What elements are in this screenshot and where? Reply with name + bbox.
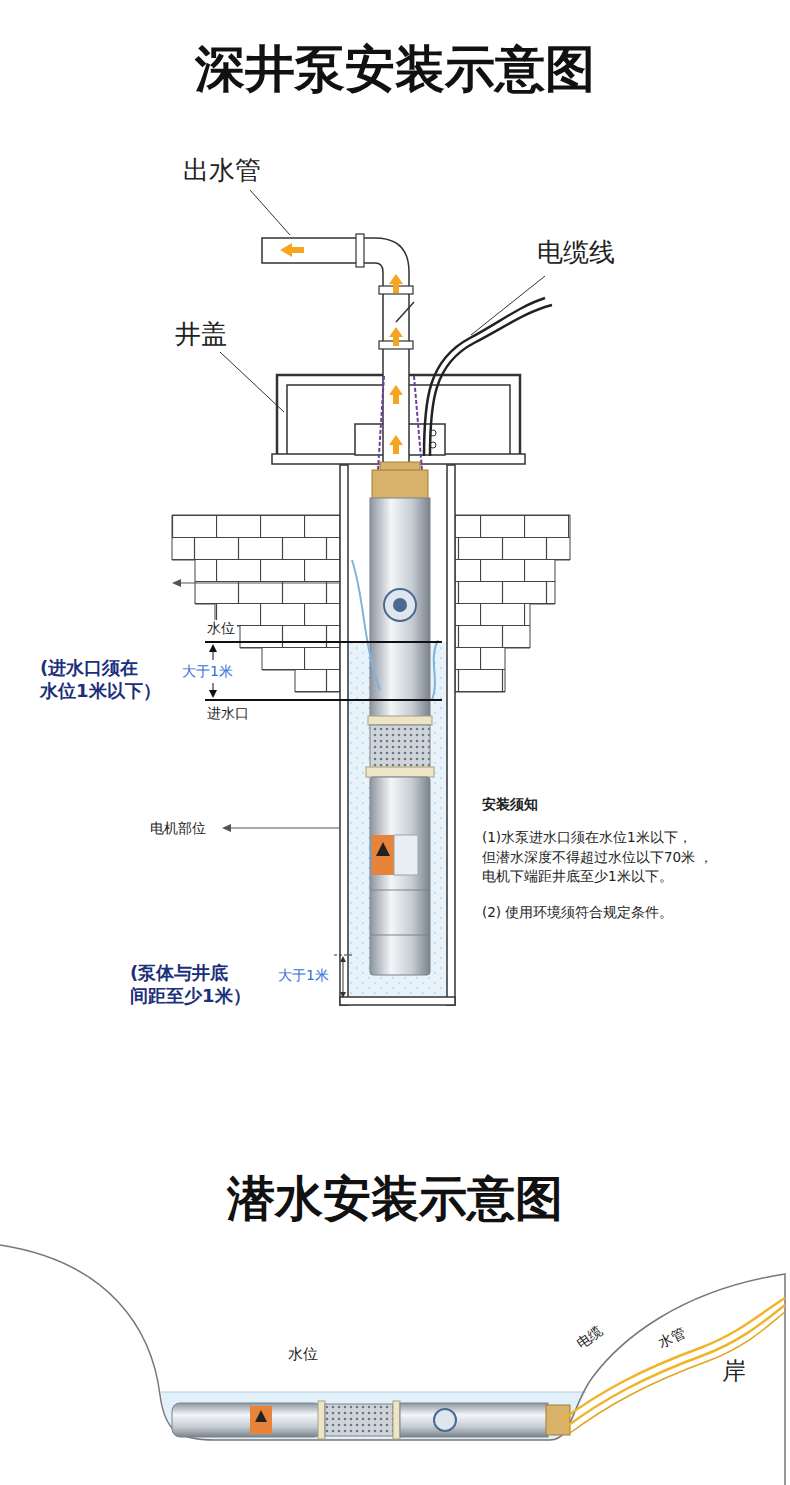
dimension-arrow [209, 644, 217, 652]
pump-ring [366, 767, 434, 777]
page-title: 深井泵安装示意图 [0, 38, 790, 101]
pump-badge [434, 1409, 456, 1431]
part-label: 水管 [656, 1324, 689, 1352]
pipe-coupling [356, 234, 364, 267]
brick-wall-left [172, 515, 340, 692]
valve-handle [396, 302, 414, 322]
dimension-line [343, 961, 344, 993]
pump-ring [318, 1401, 325, 1439]
leader-line [220, 352, 284, 412]
level-label: 进水口 [205, 705, 251, 723]
leader-arrowhead [222, 824, 231, 832]
warning-label [250, 1406, 272, 1434]
pump-motor [172, 1403, 322, 1437]
dimension-arrow [340, 992, 346, 998]
dimension-arrow [209, 690, 217, 698]
pump-intake-mesh [370, 725, 430, 769]
part-label: 电缆 [574, 1323, 607, 1353]
well-wall-left [340, 465, 348, 1005]
water-level-line [205, 641, 442, 643]
dimension-arrow [340, 956, 346, 962]
power-cable [430, 305, 552, 456]
leader-line [471, 276, 545, 335]
well-bottom [340, 997, 455, 1005]
pump-head [546, 1405, 570, 1435]
level-label: 水位 [288, 1345, 318, 1364]
flow-arrow [389, 327, 403, 346]
pump-ring [393, 1401, 400, 1439]
flow-arrow [389, 274, 403, 293]
warning-label [372, 835, 394, 875]
notes-heading: 安装须知 [482, 796, 538, 814]
hanging-rope [414, 376, 422, 470]
part-label: 电机部位 [150, 820, 206, 838]
intake-level-line [205, 699, 442, 701]
pump-body [400, 1403, 548, 1437]
warning-label-text [394, 835, 418, 875]
part-label: 井盖 [175, 318, 227, 351]
flow-arrow [389, 435, 403, 454]
lake-water-surface [161, 1392, 586, 1393]
well-wall-right [447, 465, 455, 1005]
lake-water [161, 1392, 586, 1440]
part-label: 电缆线 [537, 236, 615, 269]
warning-triangle [255, 1410, 267, 1422]
pump-badge [384, 589, 416, 621]
leader-line [250, 190, 290, 235]
leader-arrow [230, 828, 340, 829]
warning-triangle [376, 842, 390, 856]
pump-head [372, 470, 428, 500]
dimension-label: 大于1米 [180, 663, 235, 681]
hose-line [566, 1305, 785, 1427]
note-label: (泵体与井底 间距至少1米） [130, 962, 280, 1007]
pump-intake-mesh [325, 1404, 393, 1436]
note-text: (1)水泵进水口须在水位1米以下， 但潜水深度不得超过水位以下70米 ，电机下端… [482, 828, 767, 887]
cable-line [562, 1298, 785, 1420]
flow-arrow [280, 243, 304, 257]
dimension-label: 大于1米 [278, 967, 329, 985]
part-label: 岸 [722, 1356, 746, 1386]
water-splash [352, 560, 438, 700]
dimension-tick [334, 955, 352, 956]
leader-arrow [180, 583, 340, 584]
pump-motor [370, 777, 430, 975]
part-label: 出水管 [183, 154, 261, 187]
brick-wall-right [455, 515, 570, 692]
section-title: 潜水安装示意图 [0, 1168, 790, 1228]
note-label: (进水口须在 水位1米以下） [40, 657, 190, 702]
lake-basin-outline [0, 1245, 785, 1485]
outlet-pipe [262, 238, 409, 468]
pump-badge [393, 598, 407, 612]
motor-band [370, 935, 430, 936]
hanging-rope [378, 376, 384, 470]
dimension-line [213, 652, 214, 660]
flow-arrow [389, 385, 403, 404]
leader-arrowhead [172, 579, 181, 587]
dimension-line [213, 683, 214, 690]
pump-ring [368, 716, 432, 725]
hose-line [570, 1312, 785, 1433]
motor-band [370, 890, 430, 891]
level-label: 水位 [205, 620, 237, 638]
note-text: (2) 使用环境须符合规定条件。 [482, 904, 673, 921]
